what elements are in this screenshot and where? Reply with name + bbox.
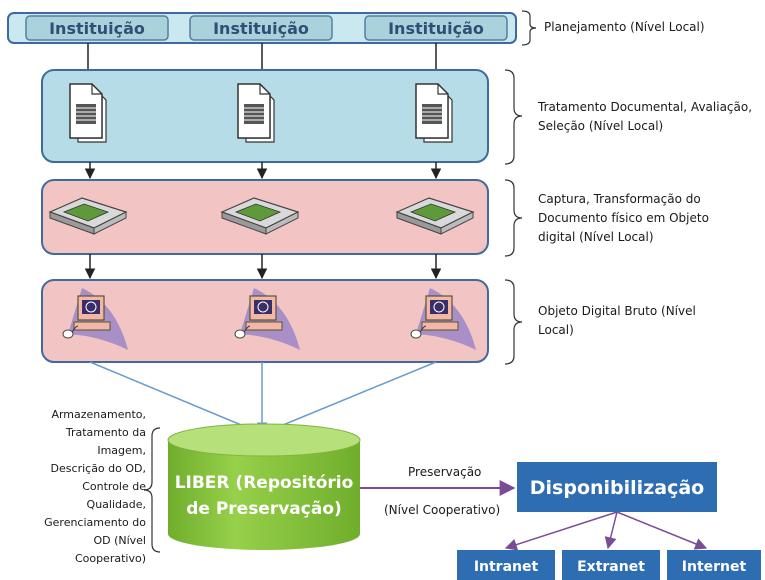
document-stack-icon bbox=[237, 83, 275, 143]
computer-icon bbox=[234, 288, 300, 350]
channel-internet-label: Internet bbox=[682, 559, 747, 575]
channel-intranet: Intranet bbox=[457, 550, 555, 580]
preservation-label: Preservação bbox=[408, 465, 481, 479]
institution-label-3: Instituição bbox=[388, 19, 484, 38]
institution-box-1: Instituição bbox=[25, 15, 169, 41]
fanout-internet bbox=[616, 511, 708, 550]
capture-line-1: Captura, Transformação do bbox=[538, 192, 701, 206]
fanout-intranet bbox=[504, 511, 618, 551]
computer-icon bbox=[410, 288, 476, 350]
fanout-extranet bbox=[604, 511, 618, 550]
brace-treatment bbox=[504, 69, 523, 165]
treatment-label: Tratamento Documental, Avaliação, Seleçã… bbox=[538, 98, 752, 136]
brace-storage bbox=[143, 427, 161, 553]
institution-box-2: Instituição bbox=[189, 15, 333, 41]
planning-line-1: Planejamento (Nível Local) bbox=[544, 20, 705, 34]
storage-line-4: Descrição do OD, bbox=[50, 462, 146, 475]
treatment-line-1: Tratamento Documental, Avaliação, bbox=[538, 100, 753, 114]
channel-internet: Internet bbox=[667, 550, 761, 580]
preservation-level-label: (Nível Cooperativo) bbox=[384, 503, 500, 517]
storage-line-2: Tratamento da bbox=[65, 426, 146, 439]
capture-label: Captura, Transformação do Documento físi… bbox=[538, 190, 709, 247]
scanner-icon bbox=[220, 197, 300, 235]
document-stack-icon bbox=[69, 83, 107, 143]
scanner-icon bbox=[395, 197, 475, 235]
storage-label: Armazenamento, Tratamento da Imagem, Des… bbox=[0, 406, 146, 568]
repository-line-2: de Preservação) bbox=[186, 499, 342, 519]
treatment-line-2: Seleção (Nível Local) bbox=[538, 119, 664, 133]
brace-capture bbox=[504, 179, 523, 257]
brace-raw-object bbox=[504, 279, 523, 365]
storage-line-8: OD (Nível bbox=[93, 534, 146, 547]
channel-intranet-label: Intranet bbox=[474, 559, 539, 575]
liber-repository-cylinder: LIBER (Repositório de Preservação) bbox=[167, 423, 361, 550]
converge-line-1 bbox=[89, 361, 259, 434]
channel-extranet-label: Extranet bbox=[577, 559, 645, 575]
availability-label: Disponibilização bbox=[530, 477, 704, 499]
planning-label: Planejamento (Nível Local) bbox=[544, 18, 705, 37]
institution-label-2: Instituição bbox=[213, 19, 309, 38]
capture-line-2: Documento físico em Objeto bbox=[538, 211, 709, 225]
computer-icon bbox=[62, 288, 128, 350]
scanner-icon bbox=[48, 197, 128, 235]
institution-label-1: Instituição bbox=[49, 19, 145, 38]
raw-object-line-2: Local) bbox=[538, 323, 574, 337]
storage-line-1: Armazenamento, bbox=[51, 408, 146, 421]
storage-line-3: Imagem, bbox=[97, 444, 146, 457]
storage-line-7: Gerenciamento do bbox=[44, 516, 146, 529]
availability-box: Disponibilização bbox=[517, 462, 717, 512]
repository-line-1: LIBER (Repositório bbox=[175, 473, 354, 493]
institution-box-3: Instituição bbox=[364, 15, 508, 41]
storage-line-9: Cooperativo) bbox=[74, 552, 146, 565]
raw-object-label: Objeto Digital Bruto (Nível Local) bbox=[538, 302, 696, 340]
converge-line-3 bbox=[265, 361, 437, 434]
channel-extranet: Extranet bbox=[562, 550, 660, 580]
brace-planning bbox=[521, 10, 537, 46]
document-stack-icon bbox=[415, 83, 453, 143]
storage-line-5: Controle de bbox=[82, 480, 146, 493]
raw-object-line-1: Objeto Digital Bruto (Nível bbox=[538, 304, 696, 318]
storage-line-6: Qualidade, bbox=[86, 498, 146, 511]
capture-line-3: digital (Nível Local) bbox=[538, 230, 654, 244]
